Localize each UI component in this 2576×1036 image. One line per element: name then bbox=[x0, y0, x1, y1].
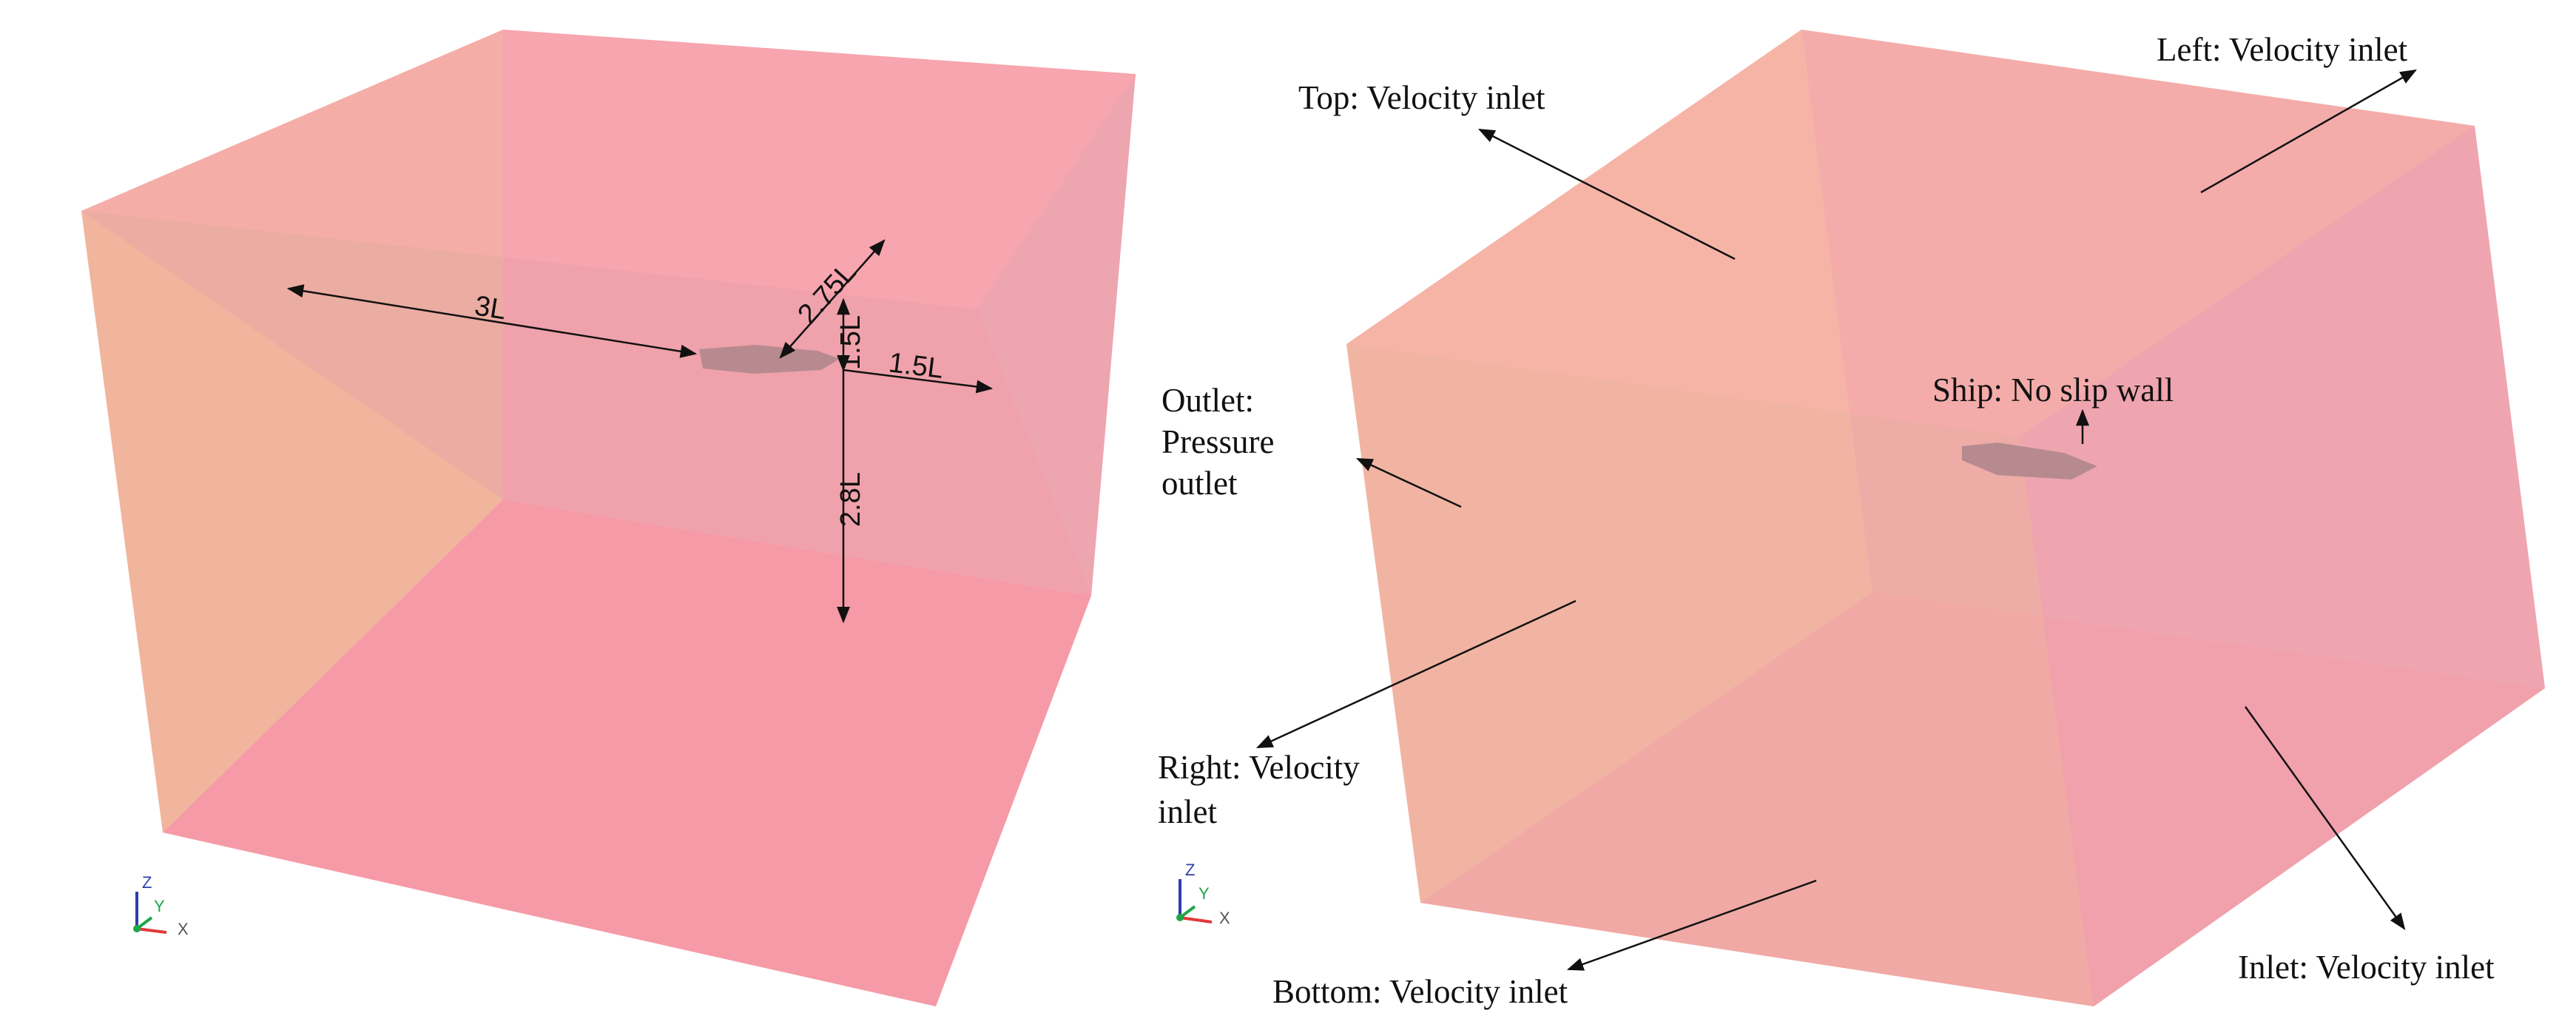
right-axis-x-label: X bbox=[1219, 909, 1230, 927]
dim-label-2-8L: 2.8L bbox=[835, 472, 866, 527]
dim-label-3L: 3L bbox=[473, 290, 508, 326]
label-ship: Ship: No slip wall bbox=[1932, 371, 2174, 408]
leader-left bbox=[2200, 69, 2417, 194]
leader-outlet bbox=[1355, 457, 1462, 508]
label-outlet-line1: Outlet: bbox=[1161, 382, 1254, 419]
left-dimension-lines bbox=[286, 239, 994, 624]
leader-inlet bbox=[2244, 706, 2406, 930]
leader-bottom bbox=[1566, 879, 1817, 971]
left-axis-triad: Z Y X bbox=[133, 873, 189, 938]
leader-right bbox=[1255, 599, 1577, 749]
dim-line-1-5L-horiz bbox=[843, 369, 994, 394]
left-floor bbox=[163, 500, 1091, 1006]
label-top: Top: Velocity inlet bbox=[1298, 79, 1545, 116]
dim-label-1-5L-horiz: 1.5L bbox=[887, 347, 945, 385]
left-axis-x-label: X bbox=[178, 920, 189, 938]
right-domain-box bbox=[1346, 30, 2545, 1006]
right-axis-z-label: Z bbox=[1185, 861, 1195, 879]
right-axis-triad: Z Y X bbox=[1176, 861, 1230, 927]
label-left: Left: Velocity inlet bbox=[2157, 31, 2408, 68]
right-front-face bbox=[1346, 344, 2094, 1006]
right-right-face bbox=[2020, 126, 2545, 1006]
dim-label-1-5L-vert: 1.5L bbox=[835, 315, 866, 370]
left-panel: 3L 2.75L 1.5L 1.5L 2.8L Z Y X bbox=[81, 30, 1136, 1006]
right-top-face bbox=[1346, 30, 2475, 437]
right-axis-y-label: Y bbox=[1198, 884, 1210, 903]
right-panel: Top: Velocity inlet Left: Velocity inlet… bbox=[1158, 30, 2545, 1010]
left-right-wall bbox=[977, 74, 1136, 596]
label-inlet: Inlet: Velocity inlet bbox=[2238, 949, 2495, 986]
dim-line-2-75L bbox=[779, 239, 886, 359]
left-axis-z-label: Z bbox=[142, 873, 152, 892]
dim-line-3L bbox=[286, 284, 698, 358]
right-ship bbox=[1962, 443, 2097, 480]
leader-top bbox=[1477, 128, 1736, 260]
left-axis-y-label: Y bbox=[154, 897, 165, 915]
left-domain-box bbox=[81, 30, 1136, 1006]
right-leader-lines bbox=[1255, 69, 2417, 971]
label-bottom: Bottom: Velocity inlet bbox=[1272, 973, 1568, 1010]
label-right-line1: Right: Velocity bbox=[1158, 749, 1360, 786]
label-outlet-line3: outlet bbox=[1161, 465, 1238, 502]
label-right-line2: inlet bbox=[1158, 793, 1217, 830]
label-outlet-line2: Pressure bbox=[1161, 423, 1274, 460]
